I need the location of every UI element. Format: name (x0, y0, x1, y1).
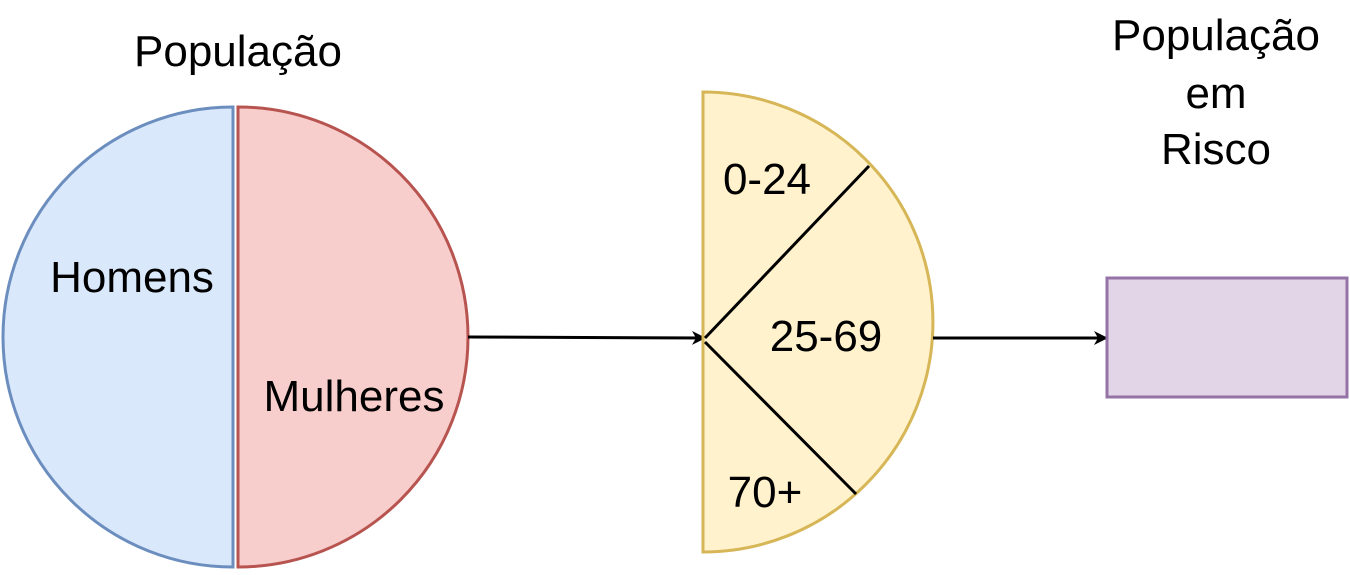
women-label: Mulheres (264, 372, 445, 421)
risk-title-line: Risco (1161, 125, 1271, 174)
women-half-circle (236, 105, 470, 569)
arrow-population-to-age (467, 330, 706, 345)
age-divider-upper (703, 164, 871, 340)
men-half-circle (1, 105, 235, 569)
population-title: População (134, 27, 342, 76)
age-group-label: 25-69 (770, 312, 883, 361)
risk-title-line: em (1185, 69, 1246, 118)
age-divider-lower (703, 340, 858, 496)
age-groups-half-circle (701, 90, 935, 554)
age-group-label: 70+ (728, 468, 803, 517)
age-group-label: 0-24 (723, 155, 811, 204)
risk-title-line: População (1112, 11, 1320, 60)
men-label: Homens (50, 253, 214, 302)
risk-population-box (1105, 276, 1349, 399)
